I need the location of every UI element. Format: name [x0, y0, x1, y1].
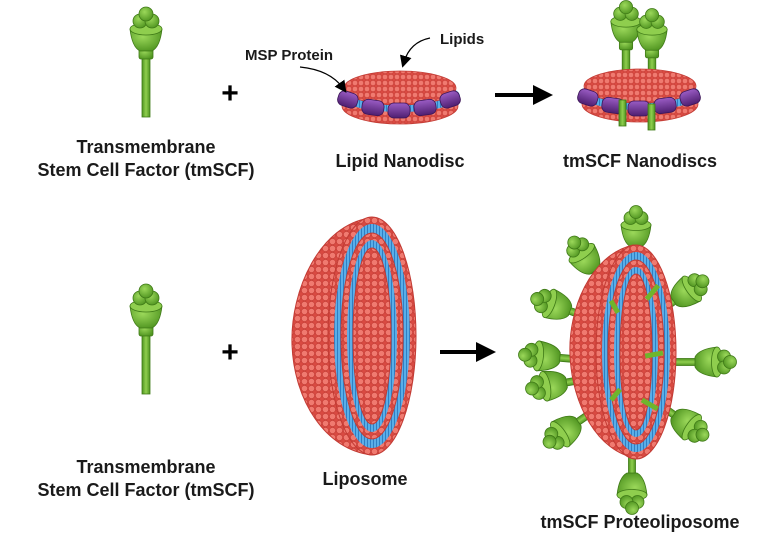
label-tmscf-proteoliposome: tmSCF Proteoliposome [540, 512, 740, 532]
arrow-row2 [440, 342, 496, 362]
label-lipid-nanodisc: Lipid Nanodisc [335, 151, 465, 171]
label-tmscf-row2: Transmembrane Stem Cell Factor (tmSCF) [18, 456, 274, 501]
tmscf-protein-row1 [129, 6, 163, 118]
callout-msp-arrow [299, 66, 347, 93]
callout-lipids-arrow [399, 37, 431, 68]
arrow-row1 [495, 85, 553, 105]
label-tmscf-row1: Transmembrane Stem Cell Factor (tmSCF) [18, 136, 274, 181]
label-tmscf-row2-line2: Stem Cell Factor (tmSCF) [37, 479, 255, 500]
label-tmscf-row2-line1: Transmembrane [76, 457, 216, 477]
plus-sign-row1: + [221, 77, 239, 110]
tmscf-protein-row2 [129, 283, 163, 395]
tmscf-nanodiscs [575, 0, 703, 131]
label-tmscf-row1-line2: Stem Cell Factor (tmSCF) [37, 159, 255, 180]
tmscf-proteoliposome [516, 205, 737, 515]
liposome [291, 216, 417, 456]
callout-lipids: Lipids [440, 31, 484, 48]
label-liposome: Liposome [322, 469, 408, 489]
label-tmscf-row1-line1: Transmembrane [76, 137, 216, 157]
label-tmscf-nanodiscs: tmSCF Nanodiscs [562, 151, 718, 171]
plus-sign-row2: + [221, 336, 239, 369]
callout-msp-protein: MSP Protein [245, 47, 333, 64]
lipid-nanodisc [335, 70, 463, 125]
